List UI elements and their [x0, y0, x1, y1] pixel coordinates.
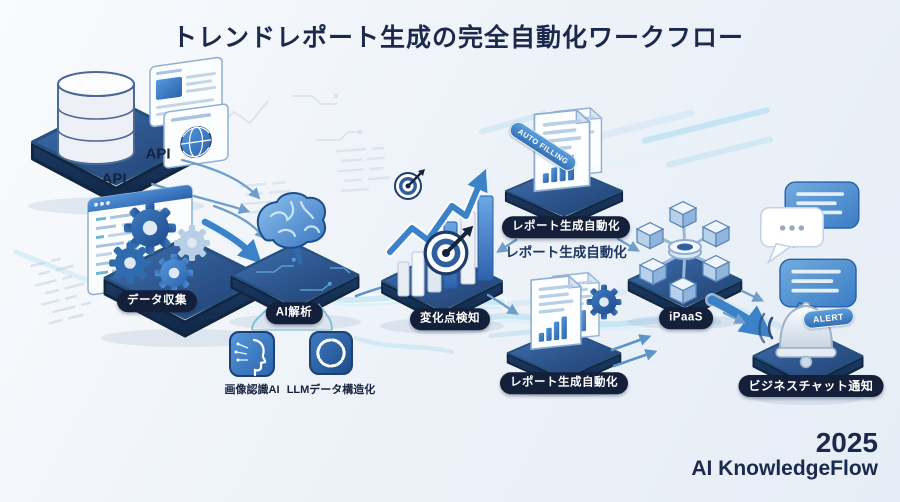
brain-icon	[256, 192, 326, 265]
gear-icon	[109, 242, 151, 284]
radiating-arrows	[496, 237, 640, 253]
cube-icon	[702, 219, 730, 248]
step-label-ai-analysis: AI解析	[265, 302, 323, 324]
step-label-report-automation-2: レポート生成自動化	[500, 372, 628, 394]
database-icon	[57, 71, 135, 165]
globe-icon	[180, 126, 212, 158]
gear-icon	[174, 225, 210, 261]
step-label-business-chat: ビジネスチャット通知	[738, 375, 884, 397]
globe-window-icon	[163, 103, 229, 169]
step-label-data-collection: データ収集	[117, 290, 197, 312]
step-label-report-automation: レポート生成自動化	[502, 216, 630, 238]
cube-icon	[669, 200, 697, 229]
image-recognition-label: 画像認識AI	[224, 384, 280, 396]
flow-arrow	[486, 293, 658, 368]
chat-bubble-icon	[760, 206, 824, 265]
cube-icon	[636, 221, 664, 250]
report-automation-text: レポート生成自動化	[505, 245, 627, 260]
footer-year: 2025	[815, 427, 878, 458]
cube-icon	[702, 254, 730, 283]
document-icon	[530, 274, 582, 350]
image-recognition-ai-icon	[229, 331, 275, 377]
network-hub-icon	[636, 200, 730, 305]
flow-arrow	[199, 204, 267, 264]
growth-arrow-icon	[385, 169, 488, 257]
step-label-change-detection: 変化点検知	[410, 308, 490, 330]
page-title: トレンドレポート生成の完全自動化ワークフロー	[171, 24, 745, 52]
step-label-ipaas: iPaaS	[659, 307, 713, 329]
api-label-top: API	[145, 145, 171, 163]
llm-structuring-label: LLMデータ構造化	[286, 384, 376, 396]
footer: 2025 AI KnowledgeFlow	[691, 428, 878, 482]
cube-icon	[639, 257, 667, 286]
gear-icon	[154, 253, 194, 293]
target-icon	[393, 167, 427, 201]
api-label-bottom: API	[101, 170, 127, 188]
footer-brand: AI KnowledgeFlow	[691, 457, 878, 481]
gear-icon	[586, 284, 622, 320]
llm-icon	[309, 331, 353, 375]
cube-icon	[669, 276, 697, 305]
